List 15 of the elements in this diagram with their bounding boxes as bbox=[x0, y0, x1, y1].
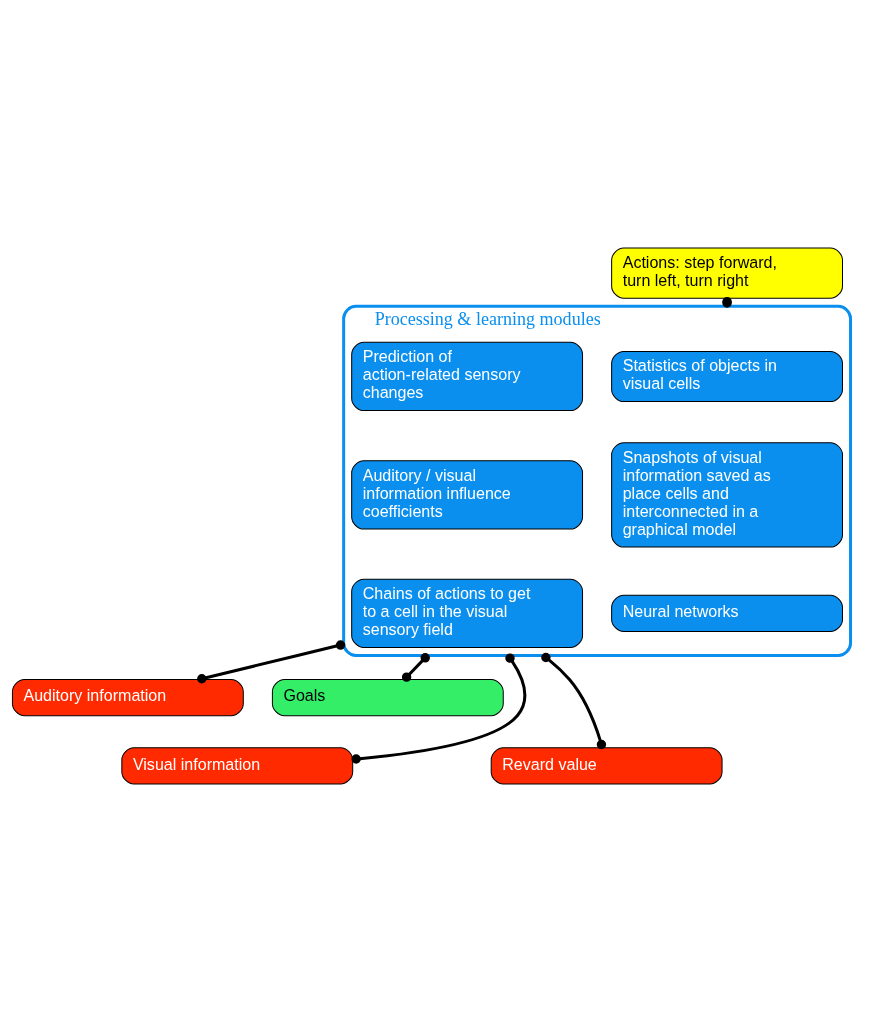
node-box: Statistics of objects in visual cells bbox=[611, 350, 843, 402]
node-box: Snapshots of visual information saved as place cells and interconnected in a graphical model bbox=[611, 441, 843, 548]
connector bbox=[351, 652, 527, 764]
connector bbox=[541, 652, 607, 749]
node-box: Goals bbox=[271, 678, 504, 716]
node-box: Visual information bbox=[121, 746, 354, 784]
node-box: Auditory information bbox=[11, 678, 244, 716]
node-box: Auditory / visual information influence coefficients bbox=[351, 459, 584, 530]
node-box: Revard value bbox=[490, 746, 723, 784]
node-box: Chains of actions to get to a cell in the visual sensory field bbox=[351, 578, 584, 648]
connector bbox=[401, 652, 430, 682]
node-box: Prediction of action-related sensory changes bbox=[351, 341, 584, 411]
node-box: Actions: step forward, turn left, turn right bbox=[611, 247, 843, 299]
node-box: Neural networks bbox=[611, 594, 843, 632]
connector bbox=[197, 639, 346, 683]
